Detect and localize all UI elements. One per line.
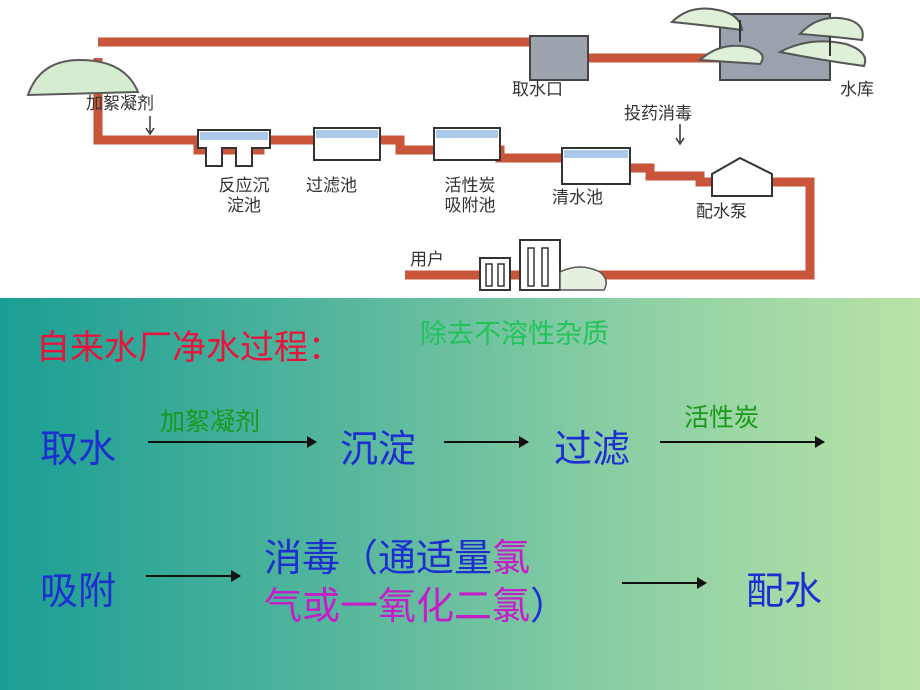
step-sediment: 沉淀 [340,427,417,471]
disinfect-text-c: 气或一氧化二氯 [264,584,531,628]
label-disinfect: 投药消毒 [624,104,692,124]
label-clear: 清水池 [552,188,603,208]
label-reaction-line1: 反应沉 [218,176,270,196]
water-pipe [93,58,815,280]
label-reservoir: 水库 [840,80,874,100]
pump-house [711,156,773,197]
label-carbon-line1: 活性炭 [444,176,496,196]
step-filter: 过滤 [554,427,631,471]
label-pump: 配水泵 [696,202,747,222]
label-coagulant: 加絮凝剂 [86,94,154,114]
step-disinfect: 消毒（通适量氯 气或一氧化二氯） [264,534,568,630]
reservoir-trees [669,7,867,68]
arrow-4 [146,570,241,582]
arrow-1 [148,436,317,448]
user-buildings [479,239,607,291]
disinfect-line2: 气或一氧化二氯） [264,582,568,630]
process-subtitle: 除去不溶性杂质 [420,319,609,350]
label-filter: 过滤池 [306,176,357,196]
disinfect-text-b: 氯 [492,536,531,580]
step-adsorb: 吸附 [40,569,117,613]
label-reaction-tank: 反应沉 淀池 [194,176,294,216]
step-intake: 取水 [40,427,117,471]
reaction-tank [197,129,271,167]
intake-box [529,35,589,81]
label-carbon-line2: 吸附池 [444,196,496,216]
water-treatment-illustration: 加絮凝剂 取水口 水库 投药消毒 反应沉 淀池 过滤池 活性炭 吸附池 清水池 … [0,0,920,298]
disinfect-text-d: ） [530,584,569,628]
disinfect-text-a: 消毒（通适量 [264,536,493,580]
arrow1-label: 加絮凝剂 [160,407,261,436]
arrow-3 [660,436,825,448]
hill-left [26,58,140,97]
arrow-2 [444,436,529,448]
step-distribute: 配水 [746,569,823,613]
label-intake: 取水口 [512,80,563,100]
process-title: 自来水厂净水过程： [36,328,342,368]
disinfect-arrow-icon [675,124,685,146]
coagulant-arrow-icon [145,116,155,136]
arrow-5 [622,577,707,589]
label-carbon-tank: 活性炭 吸附池 [420,176,520,216]
process-panel: 自来水厂净水过程： 除去不溶性杂质 取水 加絮凝剂 沉淀 过滤 活性炭 吸附 消… [0,298,920,690]
filter-tank [313,127,381,161]
carbon-tank [433,127,501,161]
label-reaction-line2: 淀池 [227,196,261,216]
disinfect-line1: 消毒（通适量氯 [264,534,568,582]
label-user: 用户 [410,250,444,270]
clear-tank [561,147,631,185]
pipeline-diagram [26,7,867,291]
arrow3-label: 活性炭 [684,403,760,432]
